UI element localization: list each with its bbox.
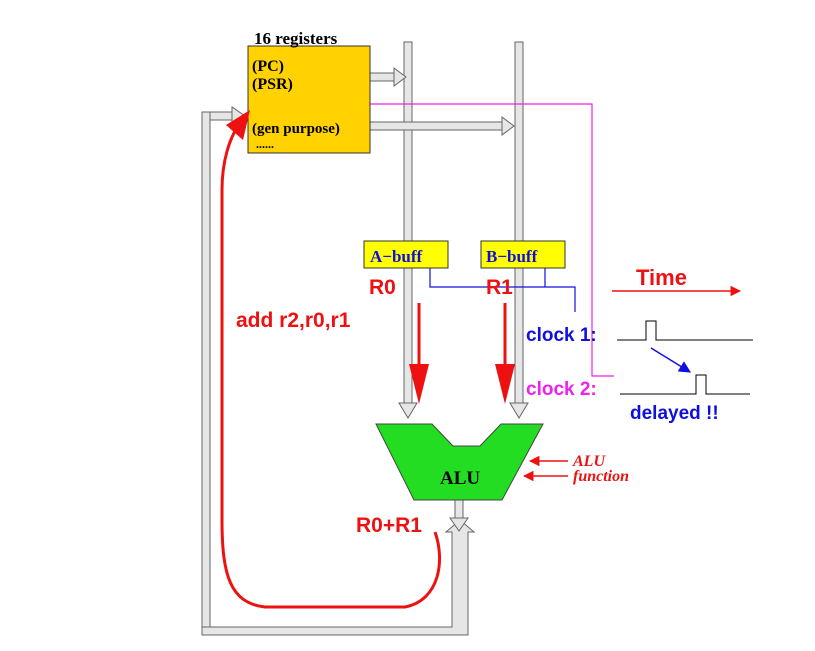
register-file — [247, 45, 371, 154]
clock2-label: clock 2: — [526, 379, 597, 400]
time-label: Time — [636, 265, 687, 290]
b-buff-box — [480, 240, 566, 269]
clock1-label: clock 1: — [526, 325, 597, 346]
reg-to-bus-b-arrow — [369, 116, 515, 136]
b-buff-label: B−buff — [486, 247, 538, 266]
operand-r1: R1 — [486, 276, 513, 299]
a-buff-label: A−buff — [370, 247, 423, 266]
reg-to-bus-a-arrow — [369, 67, 407, 87]
alu-function-line1: ALU — [572, 453, 606, 470]
clock1-wire-a — [429, 268, 576, 312]
clock2-wire — [370, 103, 614, 377]
result-label: R0+R1 — [356, 514, 422, 537]
clock2-waveform — [620, 374, 750, 395]
r0-arrowhead — [409, 364, 429, 404]
register-gen-purpose: (gen purpose) — [252, 121, 340, 137]
registers-title: 16 registers — [254, 29, 338, 48]
writeback-curve-arrow — [220, 115, 442, 609]
register-psr: (PSR) — [252, 76, 293, 93]
writeback-bus — [201, 106, 476, 636]
clock1-waveform — [617, 320, 753, 341]
alu-shape — [375, 423, 544, 501]
register-pc: (PC) — [252, 58, 284, 75]
instruction-label: add r2,r0,r1 — [236, 309, 351, 332]
r1-arrowhead — [495, 364, 515, 404]
alu-label: ALU — [440, 468, 480, 489]
delayed-label: delayed !! — [630, 403, 719, 424]
bus-a — [398, 41, 418, 419]
a-buff-box — [363, 240, 449, 269]
operand-r0: R0 — [369, 276, 396, 299]
register-ellipsis: ...... — [256, 137, 274, 151]
alu-function-line2: function — [573, 468, 629, 485]
delay-arrow — [650, 347, 692, 373]
bus-b — [509, 41, 529, 419]
writeback-curve-arrowhead — [226, 110, 250, 140]
